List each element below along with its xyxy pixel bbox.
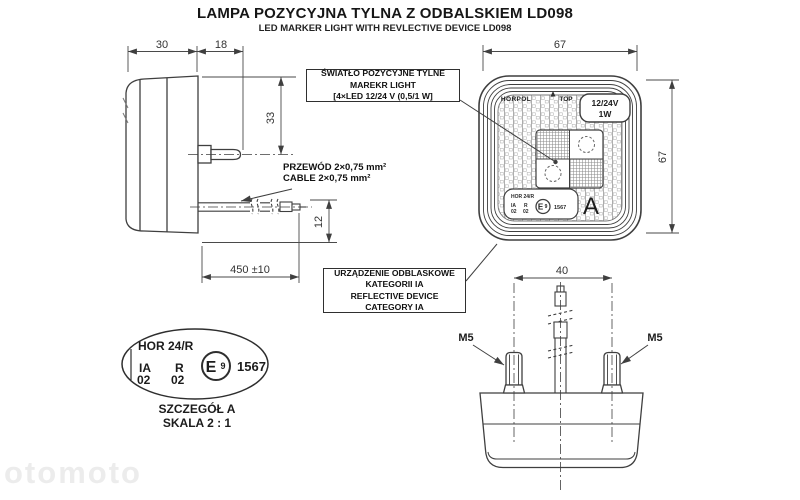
detail-a-col1-bottom: 02 [137, 373, 151, 387]
detail-a-approval-number: 1567 [237, 359, 266, 374]
front-view-dimensions: 67 67 [482, 39, 679, 234]
thread-callout-left: M5 [458, 332, 505, 366]
brand-marking: HORPOL [501, 96, 531, 103]
reflective-device-leader [465, 243, 498, 282]
led-circle-bottom-left [544, 165, 562, 182]
dim-stud-spacing-label: 40 [556, 265, 568, 277]
dim-cable-offset-12: 12 [202, 199, 337, 243]
dim-body-depth-30: 30 [127, 39, 198, 72]
detail-a-col2-top: R [175, 361, 184, 375]
dim-cable-length-label: 450 ±10 [230, 264, 270, 276]
callout-marker-light-line1: ŚWIATŁO POZYCYJNE TYLNE [321, 68, 445, 79]
dim-stud-length-18: 18 [197, 39, 244, 150]
cable-spec-line1: PRZEWÓD 2×0,75 mm² [283, 162, 387, 173]
callout-reflective-line4: CATEGORY IA [365, 301, 424, 312]
dim-front-height-67: 67 [646, 79, 679, 234]
thread-size-left-label: M5 [458, 332, 473, 344]
thread-size-right-label: M5 [647, 332, 662, 344]
cable-leader-line [240, 188, 293, 202]
dim-cable-offset-label: 12 [313, 216, 325, 228]
detail-a-col1-top: IA [139, 361, 151, 375]
dim-cable-length-450: 450 ±10 [201, 213, 300, 283]
top-view-body [479, 392, 644, 469]
top-view [479, 282, 644, 492]
dim-stud-length-label: 18 [215, 39, 227, 51]
marker-light-leader [459, 99, 555, 162]
detail-a-e-circle [201, 351, 231, 381]
led-circle-top-right [578, 136, 595, 153]
detail-letter-marker: A [583, 193, 599, 220]
callout-marker-light: ŚWIATŁO POZYCYJNE TYLNE MAREKR LIGHT [4×… [306, 68, 460, 102]
voltage-badge-line2: 1W [599, 109, 613, 119]
title-line-english: LED MARKER LIGHT WITH REVLECTIVE DEVICE … [258, 23, 512, 34]
top-view-lens-edge [487, 451, 636, 460]
plate-col2-top: R [524, 203, 528, 209]
detail-a-col2-bottom: 02 [171, 373, 185, 387]
dim-front-width-label: 67 [554, 39, 566, 51]
top-orientation-marking: TOP [559, 96, 573, 103]
cable-side [198, 198, 306, 215]
plate-col2-bottom: 02 [523, 209, 529, 215]
voltage-badge: 12/24V 1W [579, 93, 631, 123]
thread-callout-right: M5 [620, 332, 663, 365]
lens-reflection-ticks [122, 97, 129, 124]
stud-centerlines [513, 283, 613, 445]
cable-spec-label: PRZEWÓD 2×0,75 mm² CABLE 2×0,75 mm² [283, 162, 386, 184]
marker-light-leader-dot [553, 159, 558, 165]
top-view-dimensions: 40 M5 M5 [458, 265, 663, 366]
detail-a-caption2: SKALA 2 : 1 [163, 416, 232, 430]
detail-a-view: HOR 24/R IA 02 R 02 E 9 1567 SZCZEGÓŁ A … [121, 328, 269, 430]
cable-top-view [547, 285, 575, 393]
bezel-ring-1 [483, 80, 637, 236]
plate-marking: HOR 24/R [511, 194, 534, 200]
detail-a-e-digit: 9 [220, 361, 225, 371]
title-line-polish: LAMPA POZYCYJNA TYLNA Z ODBALSKIEM LD098 [196, 5, 574, 22]
approval-plate-small: HOR 24/R IA 02 R 02 E 9 1567 [503, 188, 579, 220]
voltage-badge-line1: 12/24V [592, 98, 619, 108]
bezel-ring-3 [490, 87, 630, 229]
detail-a-caption1: SZCZEGÓŁ A [159, 401, 236, 416]
dim-front-width-67: 67 [482, 39, 638, 71]
dim-body-depth-label: 30 [156, 39, 168, 51]
drawing-title: LAMPA POZYCYJNA TYLNA Z ODBALSKIEM LD098… [150, 5, 620, 34]
front-view: HORPOL TOP 12/24V 1W HOR 24/R [478, 75, 642, 241]
top-orientation-arrow-icon [550, 91, 556, 97]
callout-reflective-line2: KATEGORII IA [365, 279, 424, 290]
bezel-ring-4 [494, 91, 626, 225]
bezel-ring-2 [487, 84, 633, 232]
callout-reflective-line1: URZĄDZENIE ODBLASKOWE [334, 267, 455, 278]
led-quadrant-window [535, 129, 604, 189]
detail-a-marking: HOR 24/R [138, 339, 194, 353]
dim-front-height-label: 67 [657, 151, 669, 163]
side-view-body [125, 75, 199, 234]
cable-spec-line2: CABLE 2×0,75 mm² [283, 173, 371, 185]
plate-e-mark: E [538, 203, 544, 212]
plate-col1-bottom: 02 [511, 209, 517, 215]
watermark: otomoto [4, 455, 142, 490]
dim-stud-spacing-40: 40 [514, 265, 612, 281]
side-view-dimensions: 30 18 33 12 450 ±10 [127, 39, 337, 283]
side-view [122, 75, 312, 234]
callout-leaders [459, 99, 558, 282]
detail-a-plate-outline [121, 328, 269, 400]
callout-marker-light-line3: [4×LED 12/24 V (0,5/1 W] [333, 91, 433, 102]
plate-col1-top: IA [511, 203, 516, 209]
callout-reflective-line3: REFLECTIVE DEVICE [350, 290, 439, 301]
callout-reflective-device: URZĄDZENIE ODBLASKOWE KATEGORII IA REFLE… [323, 268, 466, 313]
dim-stud-offset-label: 33 [265, 112, 277, 124]
plate-approval-number: 1567 [554, 205, 566, 211]
plate-e-digit: 9 [545, 204, 548, 210]
callout-marker-light-line2: MAREKR LIGHT [350, 79, 416, 90]
dim-stud-offset-33: 33 [202, 76, 296, 155]
detail-a-e-mark: E [206, 359, 217, 376]
